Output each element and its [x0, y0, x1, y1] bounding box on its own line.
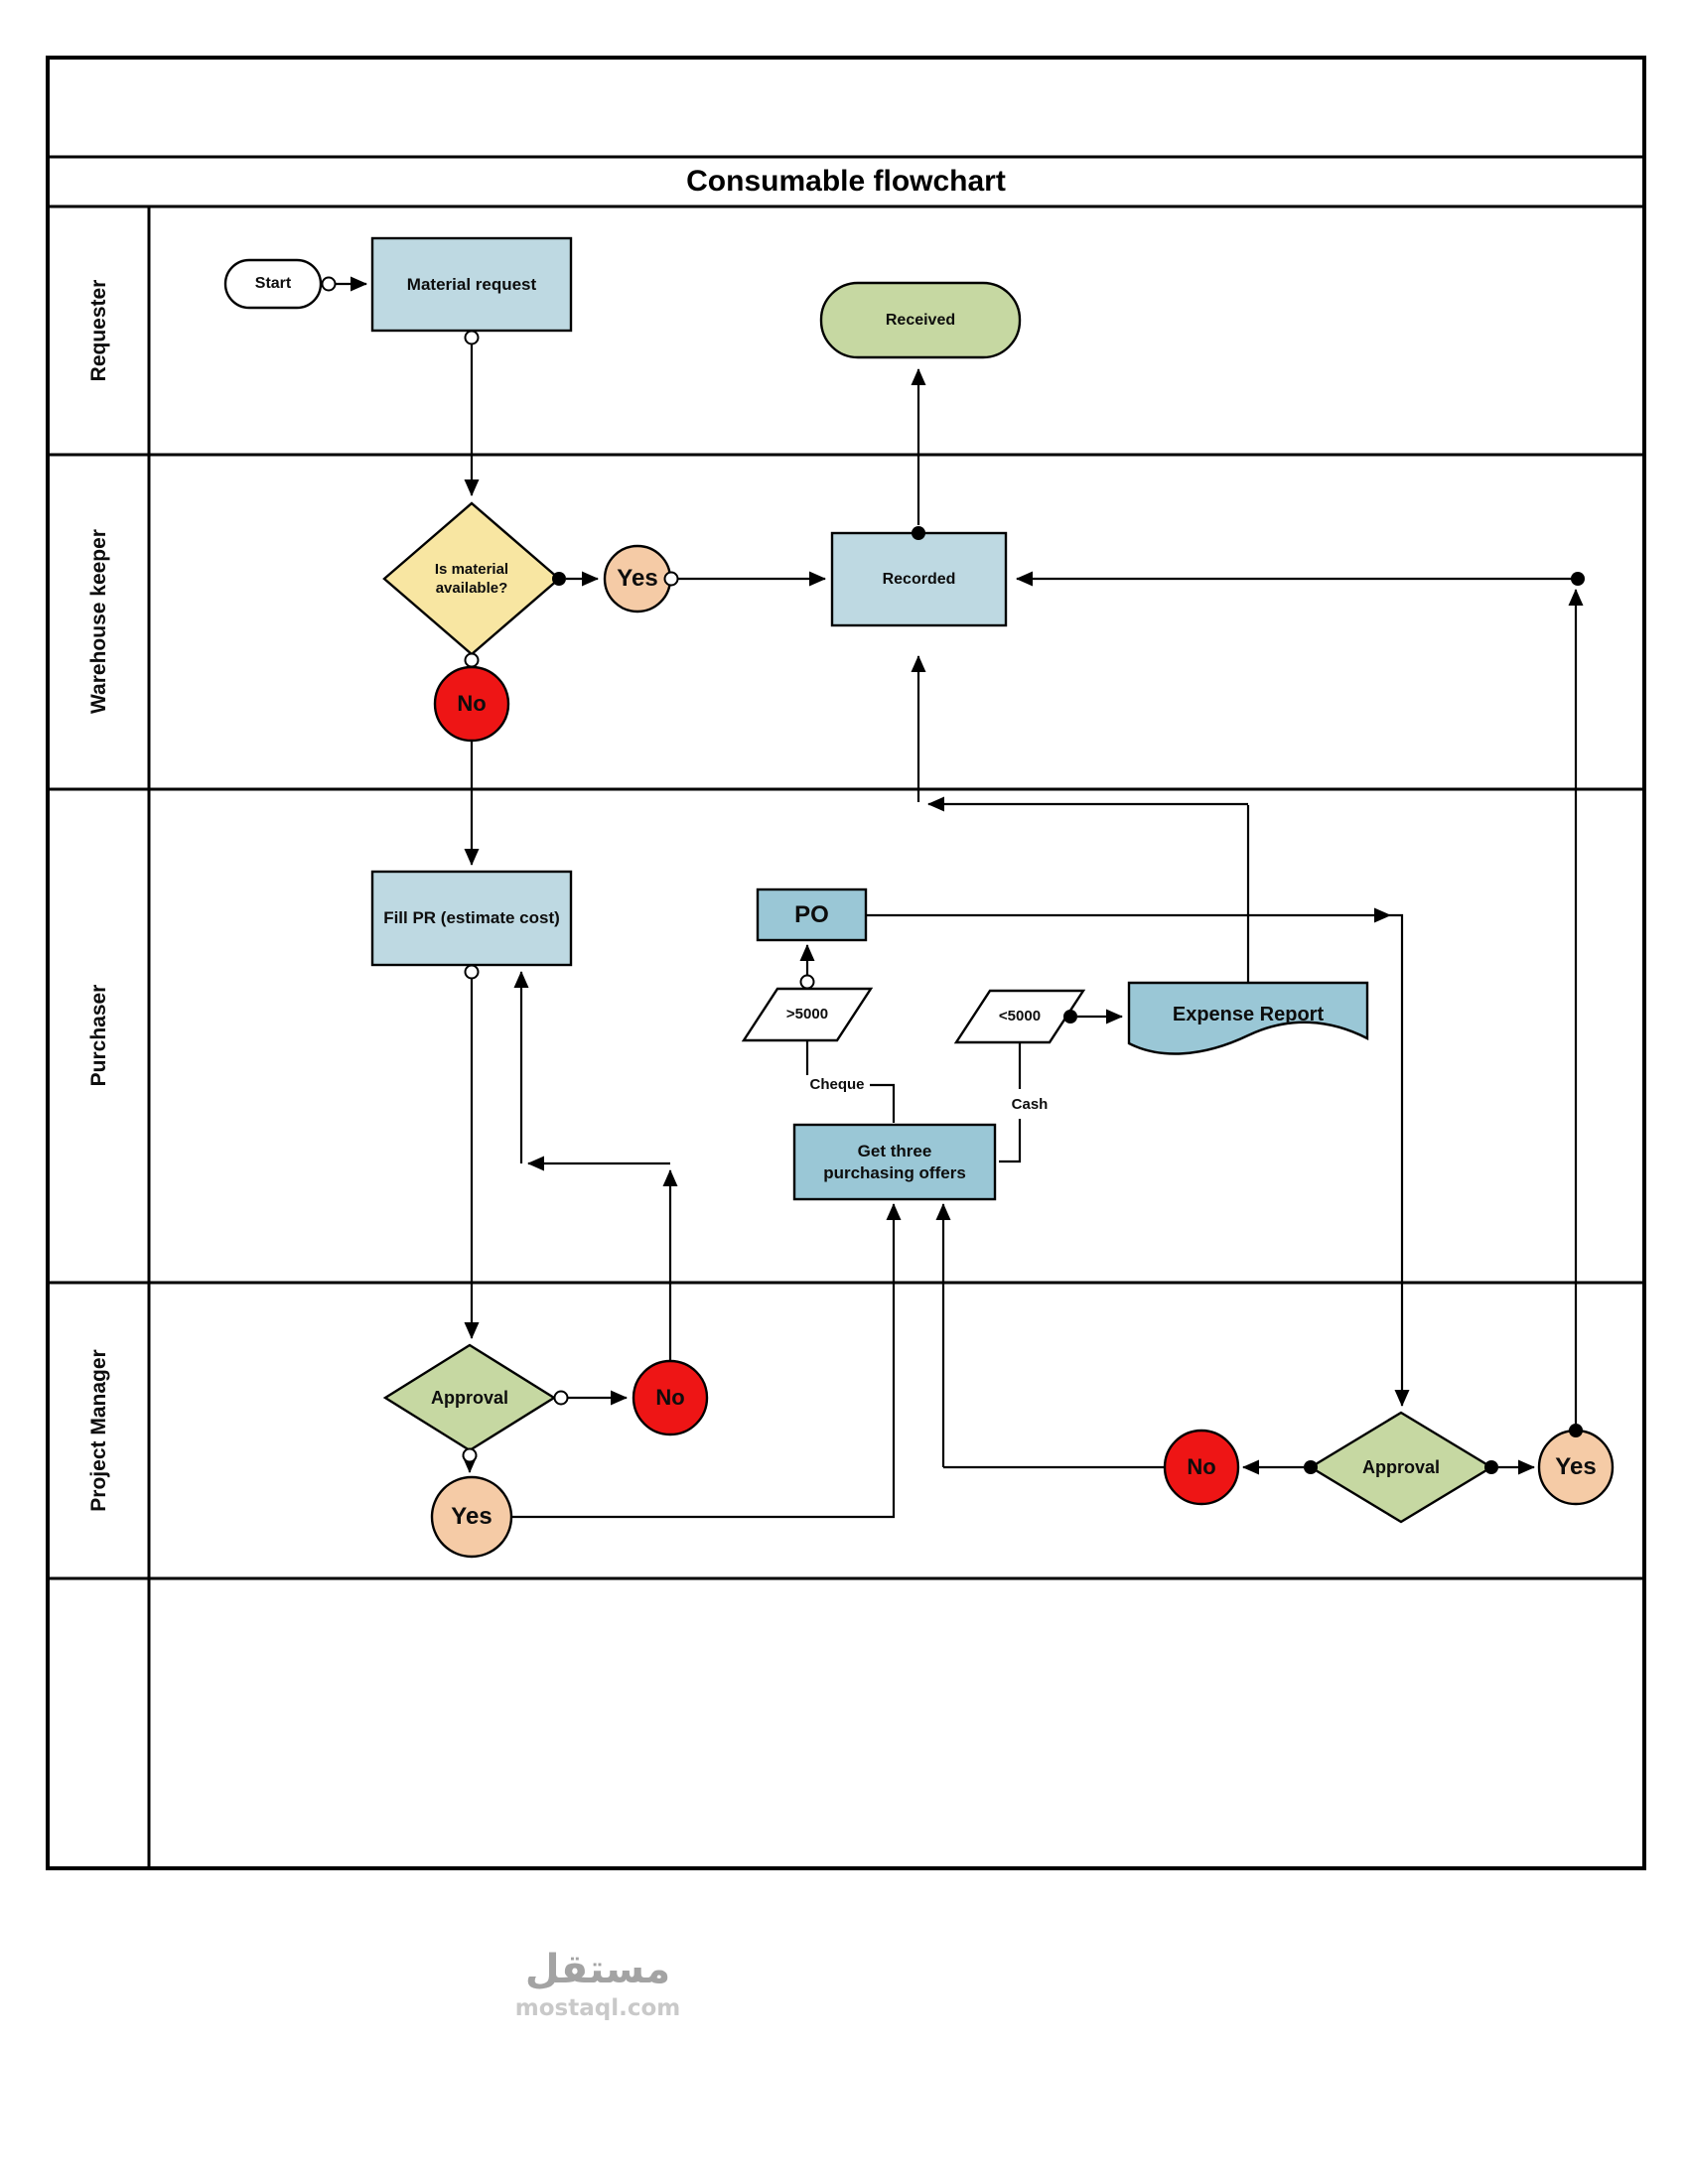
shapes: [223, 236, 1615, 1559]
edge-cheque-to-offers: [870, 1083, 896, 1123]
approval2-yes-circle: [1537, 1429, 1615, 1506]
available-yes-circle: [603, 544, 672, 614]
approval1-yes-circle: [430, 1475, 513, 1559]
approval2-decision: [1308, 1411, 1494, 1524]
approval1-no-circle: [632, 1359, 709, 1436]
watermark-domain: mostaql.com: [514, 1995, 681, 2021]
received-terminator: [819, 281, 1022, 359]
edge-approval1-yes-to-offers: [511, 1203, 902, 1519]
watermark-arabic: مستقل: [524, 1947, 671, 1992]
get-three-offers-process: [792, 1123, 997, 1201]
edge-po-to-approval2: [1390, 913, 1410, 1407]
edge-cash-to-offers: [999, 1119, 1022, 1163]
available-no-circle: [433, 665, 510, 743]
under-5000-data: [953, 989, 1086, 1044]
swimlane-frame: [46, 56, 1646, 1870]
approval1-decision: [382, 1343, 557, 1452]
lane-label-requester: Requester: [87, 279, 110, 382]
material-request-process: [370, 236, 573, 333]
fill-pr-process: [370, 870, 573, 967]
recorded-process: [830, 531, 1008, 627]
connectors: [335, 276, 1584, 1519]
over-5000-data: [741, 987, 874, 1042]
lane-label-project-manager: Project Manager: [87, 1349, 110, 1512]
expense-report-document: [1127, 981, 1369, 1055]
page-title: Consumable flowchart: [686, 165, 1006, 198]
approval2-no-circle: [1163, 1429, 1240, 1506]
lane-label-purchaser: Purchaser: [87, 984, 110, 1087]
po-process: [756, 887, 868, 942]
connection-points: [321, 276, 1585, 1474]
lane-label-warehouse-keeper: Warehouse keeper: [87, 529, 110, 714]
start-terminator: [223, 258, 323, 310]
is-material-available-decision: [382, 501, 561, 656]
